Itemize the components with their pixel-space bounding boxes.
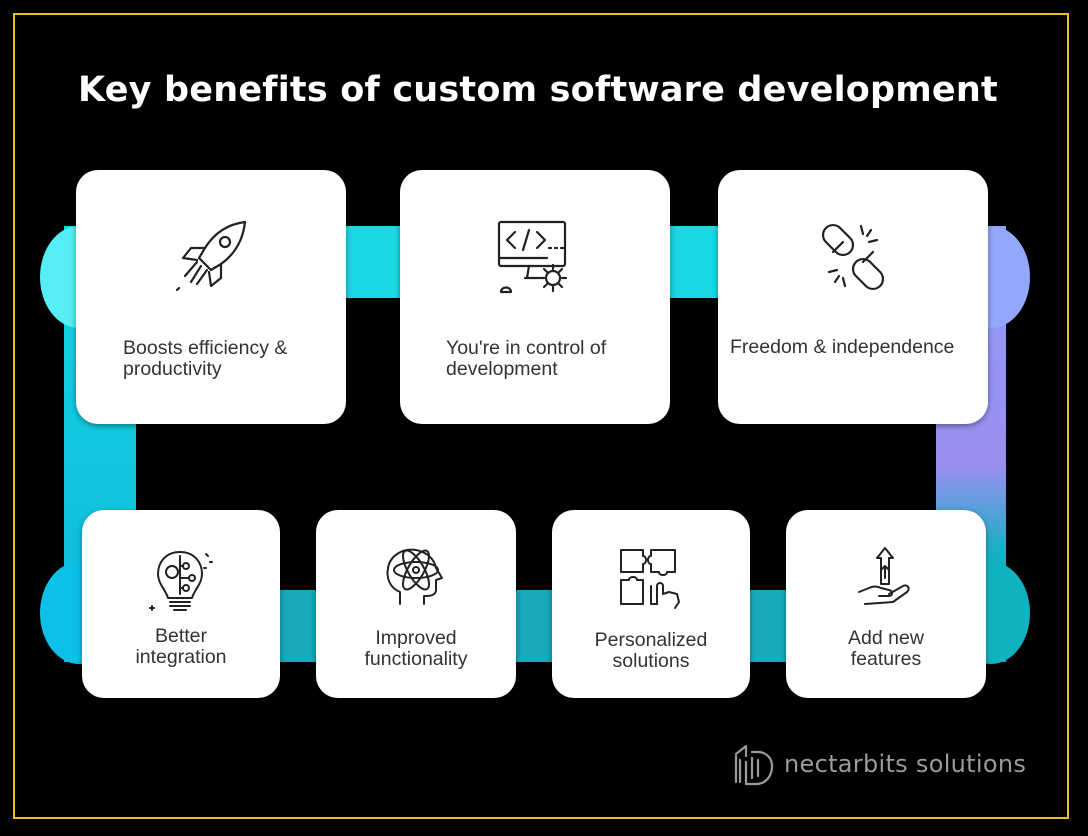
brand-logo: nectarbits solutions [732,742,1052,792]
benefit-card-efficiency: Boosts efficiency & productivity [76,170,346,424]
puzzle-hand-icon [620,549,680,609]
benefit-card-features: Add new features [786,510,986,698]
head-atom-icon [386,548,443,605]
hand-up-arrow-icon [858,547,910,605]
benefit-label: Personalized solutions [594,629,708,672]
benefit-card-functionality: Improved functionality [316,510,516,698]
outer-frame [13,13,1069,819]
benefit-label: Add new features [848,627,924,670]
benefit-card-integration: Better integration [82,510,280,698]
rocket-icon [175,220,247,292]
benefit-label: Better integration [135,625,227,668]
connector-bottom-3 [746,590,792,662]
connector-top-1 [340,226,410,298]
connector-top-2 [664,226,726,298]
benefit-label: Freedom & independence [730,336,955,358]
benefit-card-personalized: Personalized solutions [552,510,750,698]
benefit-label: Improved functionality [364,627,468,670]
benefit-card-control: You're in control of development [400,170,670,424]
code-monitor-gear-icon [497,220,568,294]
connector-bottom-2 [512,590,558,662]
benefit-card-freedom: Freedom & independence [718,170,988,424]
brand-name: nectarbits solutions [784,750,1027,778]
benefit-label: You're in control of development [446,337,607,380]
connector-bottom-1 [276,590,322,662]
page-title: Key benefits of custom software developm… [78,70,998,110]
broken-chain-icon [821,223,885,291]
benefit-label: Boosts efficiency & productivity [123,337,288,380]
lightbulb-circuit-icon [149,551,213,611]
brand-mark-icon [734,744,774,786]
